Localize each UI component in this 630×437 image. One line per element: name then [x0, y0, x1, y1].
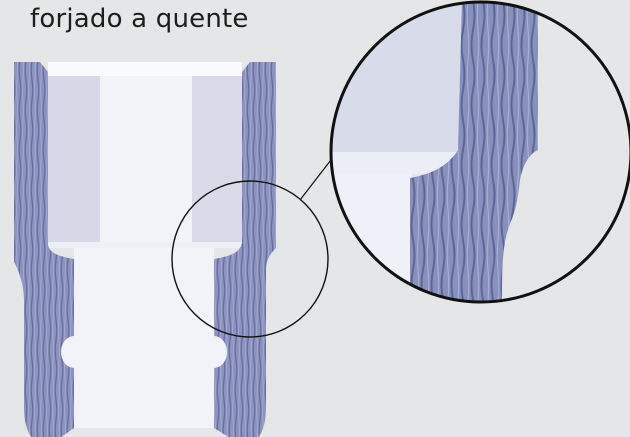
bore-step-line — [48, 242, 242, 248]
forged-part — [14, 62, 284, 437]
connector-line — [299, 155, 335, 201]
magnifier-ring — [171, 180, 329, 338]
right-cross-hole — [214, 336, 227, 368]
small-notch — [272, 256, 284, 268]
detail-notch — [521, 169, 547, 195]
left-wall — [14, 62, 74, 437]
upper-bore-right-shade — [192, 72, 242, 248]
detail-bore-step — [331, 152, 462, 174]
upper-bore-left-shade — [48, 72, 100, 248]
detail-wall — [410, 2, 538, 302]
upper-bore-top-highlight — [48, 62, 242, 76]
lower-bore — [74, 248, 214, 428]
detail-circle-border — [329, 0, 630, 304]
left-cross-hole — [61, 336, 74, 368]
magnified-detail — [331, 2, 630, 302]
figure-caption: forjado a quente — [30, 4, 249, 34]
right-wall — [214, 62, 276, 437]
